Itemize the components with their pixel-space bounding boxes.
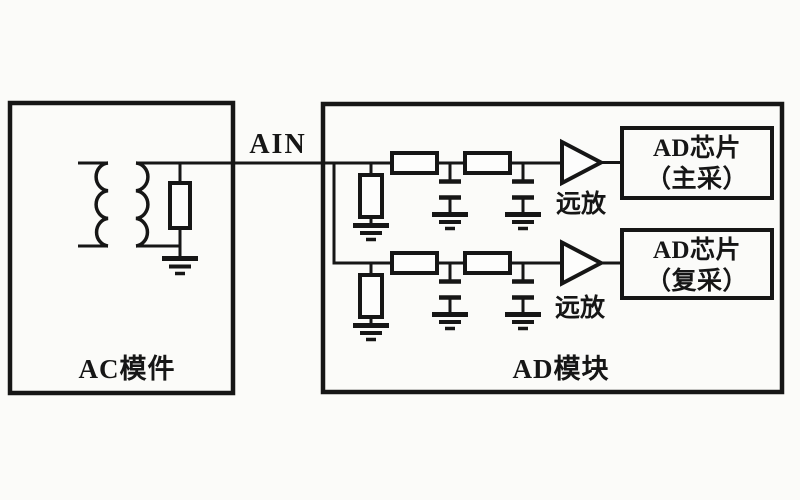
chip-label-line2: （复采） <box>646 266 748 295</box>
ground-icon <box>353 223 389 242</box>
ground-icon <box>505 312 541 331</box>
channel-2: 远放 AD芯片 （复采） <box>353 228 774 342</box>
amplifier-label: 远放 <box>556 189 607 218</box>
transformer-icon <box>78 161 150 248</box>
series-resistor <box>463 251 512 275</box>
ad-module-box <box>320 101 785 395</box>
ad-chip-main-box: AD芯片 （主采） <box>620 126 774 200</box>
secondary-winding <box>135 161 150 248</box>
primary-winding <box>94 161 109 248</box>
series-resistor <box>390 251 439 275</box>
resistor-body <box>358 173 384 219</box>
resistor-body <box>358 273 384 319</box>
filter-capacitor <box>432 263 468 331</box>
ground-icon <box>505 212 541 231</box>
channel-1: 远放 AD芯片 （主采） <box>353 126 774 242</box>
ground-icon <box>353 323 389 342</box>
shunt-resistor <box>353 163 389 242</box>
ac-shunt-resistor <box>168 163 192 257</box>
ac-module-box <box>7 100 236 396</box>
ad-module-label: AD模块 <box>513 354 610 384</box>
resistor-body <box>168 181 192 230</box>
filter-capacitor <box>505 163 541 231</box>
ac-module-label: AC模件 <box>79 354 176 384</box>
series-resistor <box>390 151 439 175</box>
filter-capacitor <box>505 263 541 331</box>
ad-chip-backup-box: AD芯片 （复采） <box>620 228 774 300</box>
chip-label-line1: AD芯片 <box>653 134 741 162</box>
amplifier-label: 远放 <box>555 293 606 322</box>
shunt-resistor <box>353 263 389 342</box>
chip-label-line2: （主采） <box>646 164 748 193</box>
amplifier-icon <box>560 239 606 287</box>
ain-label: AIN <box>249 129 306 160</box>
ground-icon <box>432 212 468 231</box>
ground-icon <box>432 312 468 331</box>
chip-label-line1: AD芯片 <box>653 236 741 264</box>
ac-ground-icon <box>162 256 198 276</box>
filter-capacitor <box>432 163 468 231</box>
series-resistor <box>463 151 512 175</box>
amplifier-icon <box>560 138 606 187</box>
